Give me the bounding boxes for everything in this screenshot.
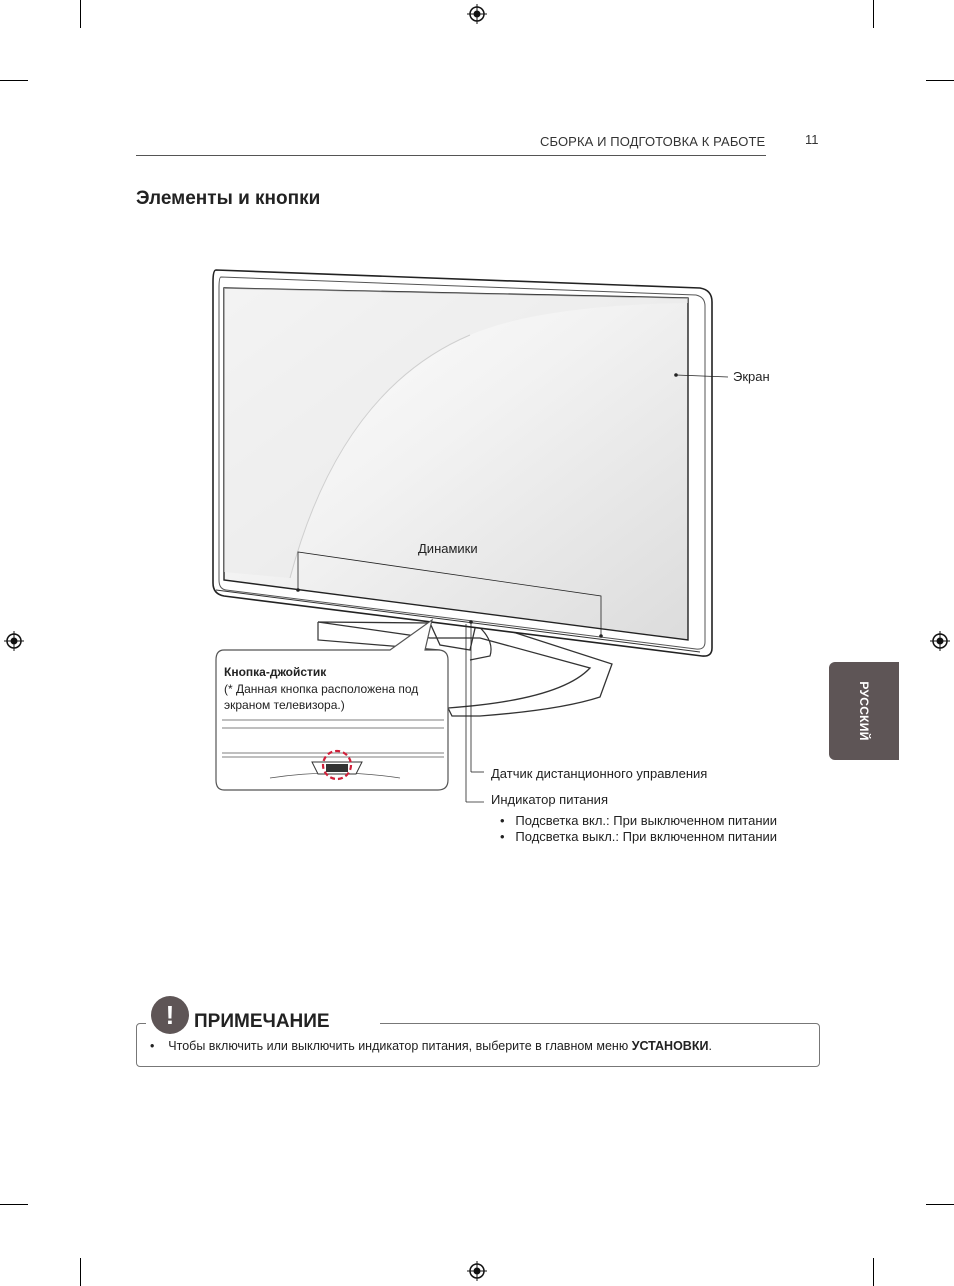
crop-mark — [873, 1258, 874, 1286]
bullet-icon: • — [150, 1039, 155, 1053]
crop-mark — [873, 0, 874, 28]
running-header: СБОРКА И ПОДГОТОВКА К РАБОТЕ — [540, 134, 766, 149]
page-number: 11 — [805, 132, 819, 147]
crop-mark — [926, 80, 954, 81]
registration-mark-icon — [467, 1261, 487, 1281]
exclamation-icon: ! — [151, 996, 189, 1034]
callout-title: Кнопка-джойстик — [224, 665, 327, 679]
power-indicator-bullet: • Подсветка вкл.: При выключенном питани… — [500, 813, 777, 828]
label-power-indicator: Индикатор питания — [491, 792, 608, 807]
label-screen: Экран — [733, 369, 770, 384]
crop-mark — [80, 1258, 81, 1286]
sensor-leader-lines — [465, 620, 484, 803]
bullet-text: Подсветка вкл.: При выключенном питании — [515, 813, 778, 828]
power-indicator-bullet: • Подсветка выкл.: При включенном питани… — [500, 829, 777, 844]
language-tab: РУССКИЙ — [829, 662, 899, 760]
crop-mark — [926, 1204, 954, 1205]
page-title: Элементы и кнопки — [136, 188, 321, 209]
callout-text-line-1: (* Данная кнопка расположена под — [224, 682, 419, 696]
joystick-callout — [215, 618, 449, 791]
registration-mark-icon — [930, 631, 950, 651]
note-heading-background — [146, 1014, 380, 1034]
crop-mark — [0, 80, 28, 81]
bullet-text: Подсветка выкл.: При включенном питании — [515, 829, 778, 844]
crop-mark — [80, 0, 81, 28]
note-text: • Чтобы включить или выключить индикатор… — [150, 1039, 712, 1053]
note-heading: ПРИМЕЧАНИЕ — [194, 1011, 330, 1032]
callout-text-line-2: экраном телевизора.) — [224, 698, 345, 712]
bullet-icon: • — [500, 813, 505, 828]
note-text-prefix: Чтобы включить или выключить индикатор п… — [168, 1039, 629, 1053]
note-text-bold: УСТАНОВКИ — [631, 1039, 709, 1053]
header-rule — [136, 155, 766, 156]
language-tab-label: РУССКИЙ — [857, 681, 871, 741]
note-text-suffix: . — [708, 1039, 712, 1053]
tv-illustration — [212, 269, 729, 717]
label-remote-sensor: Датчик дистанционного управления — [491, 766, 708, 781]
label-speakers: Динамики — [418, 541, 478, 556]
registration-mark-icon — [4, 631, 24, 651]
registration-mark-icon — [467, 4, 487, 24]
bullet-icon: • — [500, 829, 505, 844]
crop-mark — [0, 1204, 28, 1205]
